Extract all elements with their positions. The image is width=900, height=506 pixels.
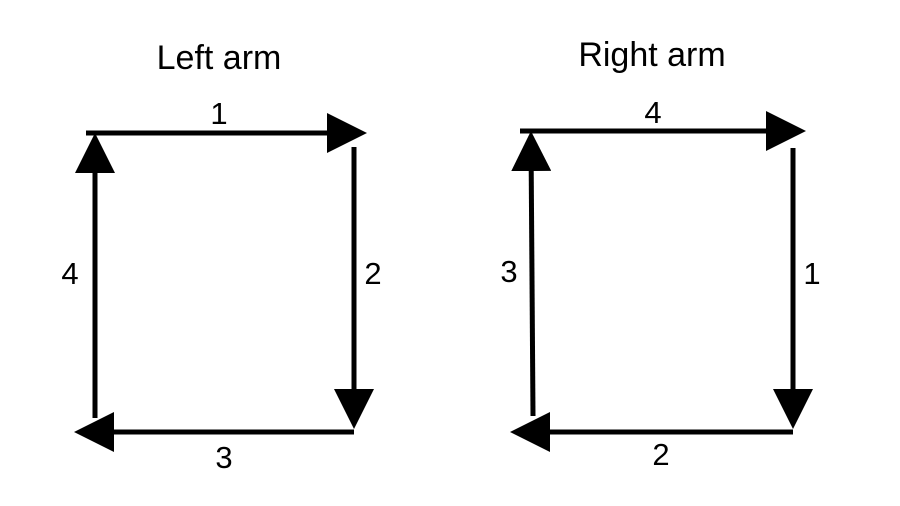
right-arm-arrow-left-label: 3 <box>500 254 517 289</box>
panel-left-arm: Left arm 1 2 3 4 <box>61 39 381 475</box>
left-arm-arrow-right-label: 2 <box>364 256 381 291</box>
right-arm-arrow-left: 3 <box>500 131 552 417</box>
panel-title-left-arm: Left arm <box>157 39 282 77</box>
panel-right-arm: Right arm 1 2 3 4 <box>500 36 820 472</box>
right-arm-arrow-bottom: 2 <box>509 412 793 472</box>
right-arm-arrow-right: 1 <box>773 148 821 430</box>
left-arm-arrow-bottom-label: 3 <box>215 440 232 475</box>
left-arm-arrow-left: 4 <box>61 132 115 418</box>
panel-title-right-arm: Right arm <box>578 36 725 74</box>
right-arm-arrow-right-label: 1 <box>803 256 820 291</box>
right-arm-arrow-top: 4 <box>520 95 807 151</box>
left-arm-arrow-right: 2 <box>334 147 382 430</box>
left-arm-arrow-bottom: 3 <box>73 412 354 475</box>
right-arm-arrow-bottom-label: 2 <box>652 437 669 472</box>
left-arm-arrow-top: 1 <box>86 96 368 153</box>
left-arm-arrow-top-label: 1 <box>210 96 227 131</box>
left-arm-arrow-left-label: 4 <box>61 256 78 291</box>
right-arm-arrow-top-label: 4 <box>644 95 661 130</box>
